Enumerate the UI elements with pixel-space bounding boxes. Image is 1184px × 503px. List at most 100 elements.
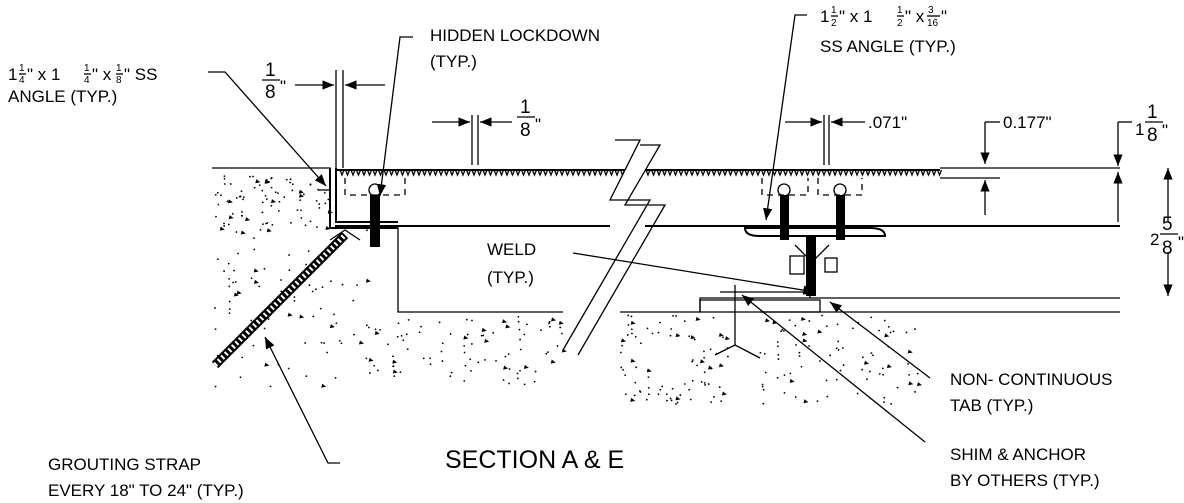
aggregate-speck <box>710 401 713 404</box>
aggregate-speck <box>825 379 828 382</box>
aggregate-speck <box>688 388 691 391</box>
aggregate-speck <box>683 320 686 323</box>
serration-tooth <box>744 169 750 177</box>
aggregate-speck <box>789 378 795 383</box>
dim-bar-thickness: .071" <box>868 113 907 132</box>
aggregate-speck <box>546 351 549 354</box>
serration-tooth <box>678 169 684 177</box>
svg-text:SS ANGLE (TYP.): SS ANGLE (TYP.) <box>820 37 956 56</box>
aggregate-speck <box>274 191 277 194</box>
aggregate-speck <box>709 348 712 351</box>
aggregate-speck <box>420 325 422 328</box>
serration-tooth <box>449 169 455 177</box>
serration-tooth <box>504 169 510 177</box>
aggregate-speck <box>519 369 521 372</box>
aggregate-speck <box>226 200 229 203</box>
serration-tooth <box>405 169 411 177</box>
aggregate-speck <box>288 254 290 256</box>
aggregate-speck <box>690 335 696 340</box>
aggregate-speck <box>484 338 490 343</box>
aggregate-speck <box>280 279 282 281</box>
aggregate-speck <box>712 316 715 319</box>
aggregate-speck <box>266 228 272 233</box>
aggregate-speck <box>300 209 302 212</box>
aggregate-speck <box>703 350 705 353</box>
serration-tooth <box>553 169 560 177</box>
aggregate-speck <box>619 351 622 354</box>
aggregate-speck <box>228 312 231 315</box>
aggregate-speck <box>324 202 327 205</box>
aggregate-speck <box>508 368 511 370</box>
concrete-speckle <box>214 175 923 405</box>
aggregate-speck <box>700 380 703 383</box>
aggregate-speck <box>676 401 679 404</box>
dimension-lines <box>295 70 1173 296</box>
aggregate-speck <box>868 370 871 373</box>
aggregate-speck <box>215 215 217 218</box>
serration-tooth <box>570 169 576 177</box>
aggregate-speck <box>507 353 510 356</box>
serration-tooth <box>454 169 461 177</box>
aggregate-speck <box>802 331 808 336</box>
aggregate-speck <box>311 290 314 293</box>
aggregate-speck <box>722 336 724 339</box>
aggregate-speck <box>802 338 808 343</box>
aggregate-speck <box>533 380 536 383</box>
aggregate-speck <box>241 211 243 213</box>
aggregate-speck <box>630 397 636 402</box>
serration-tooth <box>645 169 651 177</box>
svg-text:NON- CONTINUOUS: NON- CONTINUOUS <box>950 370 1112 389</box>
aggregate-speck <box>762 402 765 405</box>
svg-text:4: 4 <box>19 75 25 86</box>
aggregate-speck <box>259 229 262 231</box>
aggregate-speck <box>861 356 864 359</box>
aggregate-speck <box>429 357 431 360</box>
svg-text:3: 3 <box>928 5 934 16</box>
aggregate-speck <box>670 328 673 330</box>
serration-tooth <box>727 169 734 177</box>
serration-tooth <box>804 169 811 177</box>
dim-gap-mid: 1 8 " <box>517 97 541 141</box>
aggregate-speck <box>720 400 723 403</box>
aggregate-speck <box>783 330 785 332</box>
aggregate-speck <box>387 343 389 346</box>
serration-tooth <box>460 169 466 177</box>
aggregate-speck <box>556 345 559 347</box>
aggregate-speck <box>280 290 283 293</box>
serration-tooth <box>487 169 494 177</box>
serration-tooth <box>815 169 822 177</box>
serration-tooth <box>755 169 761 177</box>
aggregate-speck <box>624 374 627 376</box>
dim-plank-depth: 1 1 8 " <box>1135 102 1168 146</box>
aggregate-speck <box>316 226 318 229</box>
aggregate-speck <box>671 387 674 390</box>
aggregate-speck <box>762 388 765 391</box>
aggregate-speck <box>464 364 467 367</box>
aggregate-speck <box>781 328 784 331</box>
aggregate-speck <box>264 194 267 197</box>
aggregate-speck <box>368 357 374 362</box>
aggregate-speck <box>242 196 245 199</box>
svg-text:1: 1 <box>265 60 276 81</box>
svg-text:": " <box>280 77 286 96</box>
aggregate-speck <box>780 330 783 333</box>
grouting-strap <box>211 229 361 369</box>
serration-tooth <box>793 169 800 177</box>
aggregate-speck <box>327 198 330 201</box>
aggregate-speck <box>466 333 469 336</box>
aggregate-speck <box>271 199 277 204</box>
aggregate-speck <box>285 178 288 181</box>
svg-text:1: 1 <box>19 63 25 74</box>
aggregate-speck <box>672 314 674 317</box>
serration-tooth <box>848 169 855 177</box>
aggregate-speck <box>622 368 624 371</box>
aggregate-speck <box>816 400 819 403</box>
aggregate-speck <box>298 189 304 194</box>
serration-tooth <box>498 169 505 177</box>
aggregate-speck <box>235 197 238 199</box>
aggregate-speck <box>675 403 677 405</box>
aggregate-speck <box>338 339 341 342</box>
aggregate-speck <box>634 335 637 338</box>
svg-text:5: 5 <box>1162 214 1173 235</box>
aggregate-speck <box>253 237 255 240</box>
